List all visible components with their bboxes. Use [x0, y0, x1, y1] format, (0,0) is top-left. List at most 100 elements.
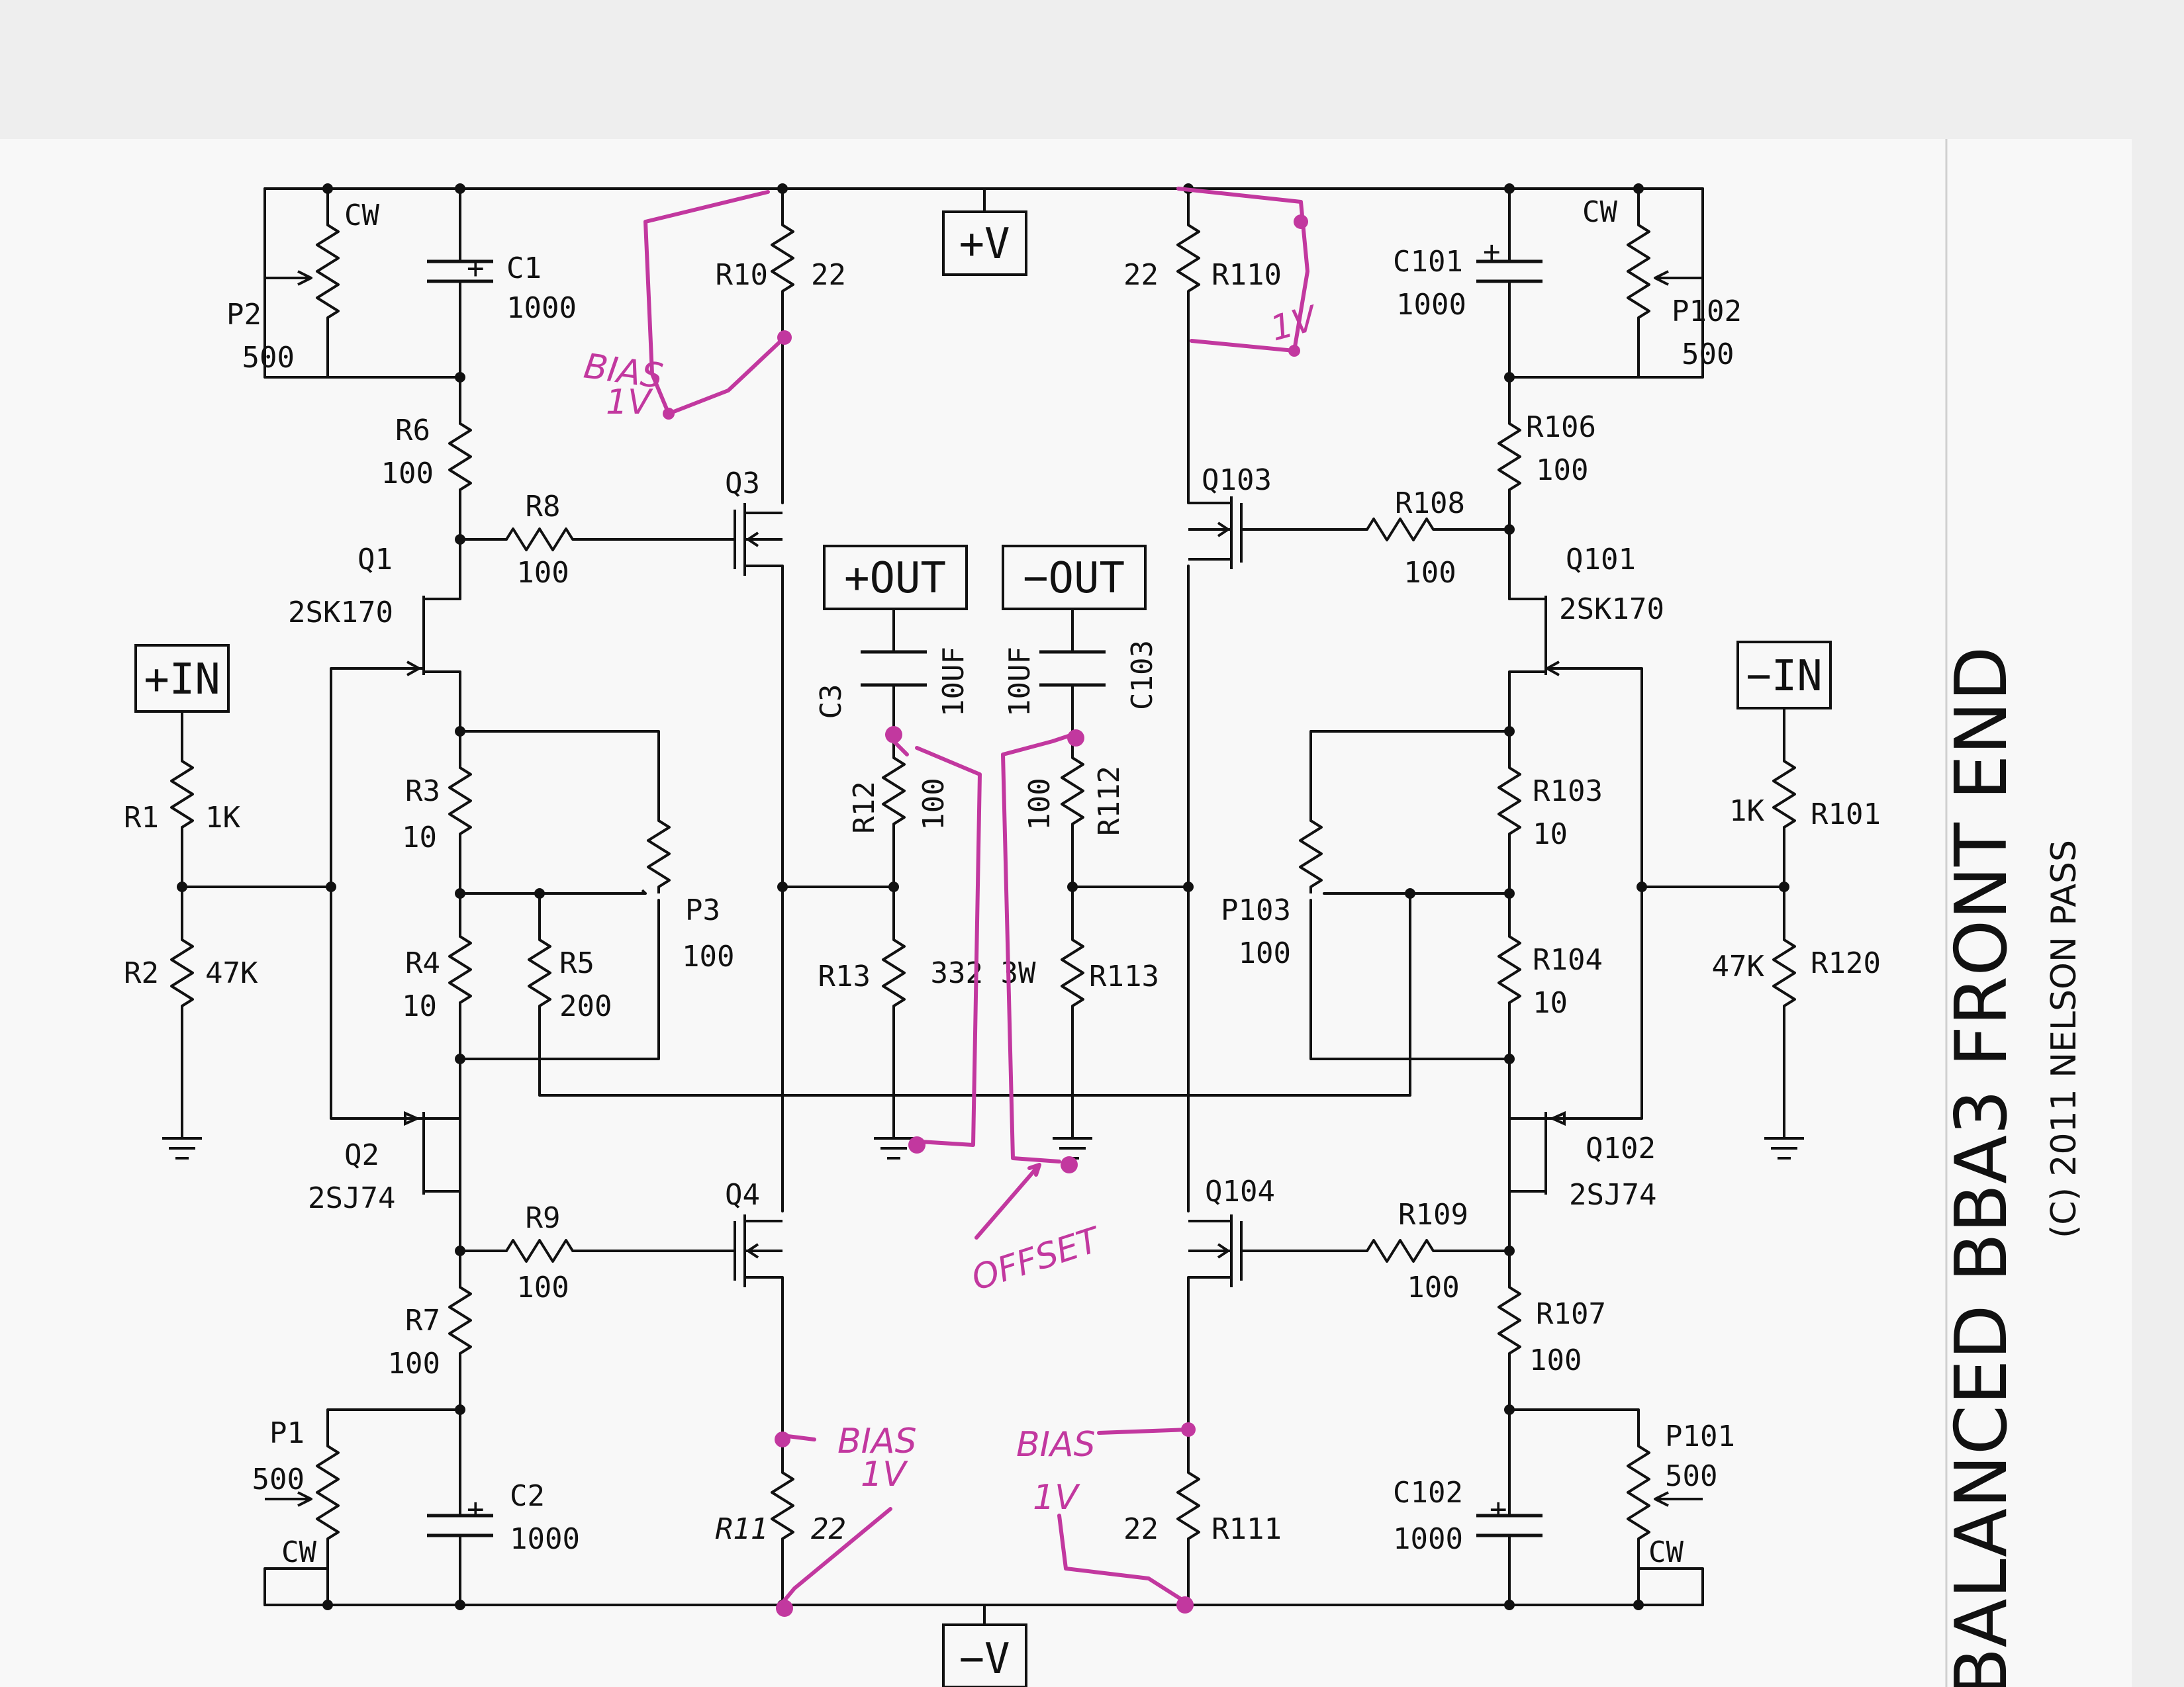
resistor-r3	[448, 766, 472, 835]
p2-cw-label: CW	[344, 199, 379, 232]
resistor-r103	[1497, 766, 1521, 835]
p1-value: 500	[252, 1463, 305, 1496]
ground-r2	[162, 1137, 202, 1160]
q3-ref: Q3	[725, 467, 760, 500]
jfet-q102	[1544, 1111, 1566, 1195]
p103-value: 100	[1239, 936, 1291, 970]
q104-ref: Q104	[1205, 1175, 1275, 1208]
p101-value: 500	[1665, 1459, 1717, 1493]
component-labels: CW P2 500 + C1 1000 R10 22 R6 100 R8 100…	[124, 195, 1881, 1569]
resistor-r6	[448, 422, 472, 491]
c103-ref: C103	[1125, 640, 1159, 710]
port-neg-out: −OUT	[1023, 554, 1125, 603]
q4-ref: Q4	[725, 1178, 760, 1212]
offset-probe-right	[1001, 733, 1074, 1163]
r8-value: 100	[516, 556, 569, 590]
ground-r120	[1764, 1137, 1804, 1160]
port-pos-in: +IN	[144, 655, 220, 704]
resistor-r109	[1366, 1239, 1440, 1263]
p101-ref: P101	[1665, 1420, 1735, 1453]
r110-ref: R110	[1211, 258, 1282, 292]
annotation-bias-bottom-right-1: BIAS	[1016, 1425, 1096, 1465]
resistor-r13	[882, 938, 906, 1007]
pot-p2	[316, 224, 340, 331]
r6-ref: R6	[395, 414, 430, 447]
p102-cw-label: CW	[1582, 195, 1617, 229]
bias-probe-left-top	[643, 190, 786, 416]
r108-ref: R108	[1395, 486, 1465, 520]
q103-ref: Q103	[1202, 463, 1272, 497]
r7-value: 100	[388, 1347, 440, 1381]
r113-ref: R113	[1089, 960, 1159, 993]
jfet-q101	[1544, 596, 1572, 676]
resistor-r2	[170, 938, 194, 1007]
c2-value: 1000	[510, 1522, 580, 1556]
capacitor-symbols	[427, 259, 1543, 1537]
jfet-q1	[397, 596, 425, 676]
port-pos-out: +OUT	[844, 554, 946, 603]
r106-value: 100	[1536, 453, 1588, 487]
transistor-symbols	[397, 496, 1572, 1287]
port-labels: +V −V +OUT −OUT +IN −IN	[144, 220, 1823, 1684]
r107-value: 100	[1529, 1344, 1582, 1377]
r9-value: 100	[516, 1271, 569, 1304]
r4-ref: R4	[405, 946, 440, 980]
resistor-r107	[1497, 1286, 1521, 1355]
r12-ref: R12	[847, 781, 881, 833]
pot-p102-wiper	[1654, 270, 1703, 286]
c3-value: 10UF	[937, 647, 971, 717]
r109-value: 100	[1407, 1271, 1459, 1304]
p102-ref: P102	[1672, 295, 1742, 328]
resistor-r120	[1772, 938, 1796, 1007]
schematic-title: BALANCED BBA3 FRONT END	[1940, 647, 2023, 1687]
resistor-r108	[1366, 518, 1440, 541]
r7-ref: R7	[405, 1304, 440, 1338]
mosfet-q103	[1188, 496, 1243, 569]
load-resistor-value: 332 3W	[931, 956, 1036, 990]
pot-p2-wiper	[265, 270, 312, 286]
r8-ref: R8	[526, 490, 561, 524]
port-neg-in: −IN	[1746, 652, 1823, 701]
pot-p101-wiper	[1654, 1491, 1703, 1507]
r12-value: 100	[917, 778, 951, 830]
resistor-r8	[505, 527, 579, 551]
r109-ref: R109	[1398, 1198, 1468, 1232]
c1-value: 1000	[506, 291, 577, 325]
r10-value: 22	[811, 258, 846, 292]
c101-polarity: +	[1483, 235, 1501, 269]
cap-c1	[427, 259, 493, 283]
port-leads	[181, 609, 1785, 715]
r2-ref: R2	[124, 956, 159, 990]
resistor-r5	[528, 938, 551, 1007]
resistor-r111	[1176, 1471, 1200, 1540]
handwritten-probe-dots	[663, 214, 1308, 1617]
cap-c102	[1476, 1514, 1543, 1537]
c2-ref: C2	[510, 1479, 545, 1513]
handwritten-annotation-lines	[643, 187, 1309, 1610]
mosfet-q3	[734, 503, 783, 576]
bias-probe-right-top	[1176, 187, 1309, 353]
bias-probe-right-bottom	[1057, 1428, 1190, 1604]
resistor-r9	[505, 1239, 579, 1263]
paper-sheet	[0, 139, 2132, 1687]
resistor-r10	[771, 224, 794, 304]
r112-ref: R112	[1092, 766, 1126, 836]
r120-ref: R120	[1811, 946, 1881, 980]
pot-p103	[1299, 819, 1323, 893]
c101-ref: C101	[1393, 245, 1463, 279]
r111-value: 22	[1123, 1512, 1159, 1546]
p1-ref: P1	[269, 1416, 305, 1450]
resistor-r110	[1176, 224, 1200, 304]
r1-ref: R1	[124, 801, 159, 835]
resistor-r7	[448, 1286, 472, 1355]
r103-ref: R103	[1533, 774, 1603, 808]
r104-ref: R104	[1533, 943, 1603, 977]
r112-value: 100	[1023, 778, 1057, 830]
c102-polarity: +	[1490, 1492, 1507, 1526]
r120-value: 47K	[1712, 950, 1765, 983]
jfet-q2	[404, 1111, 425, 1195]
r10-ref: R10	[716, 258, 768, 292]
r2-value: 47K	[205, 956, 258, 990]
port-box-pos-out	[823, 545, 968, 610]
